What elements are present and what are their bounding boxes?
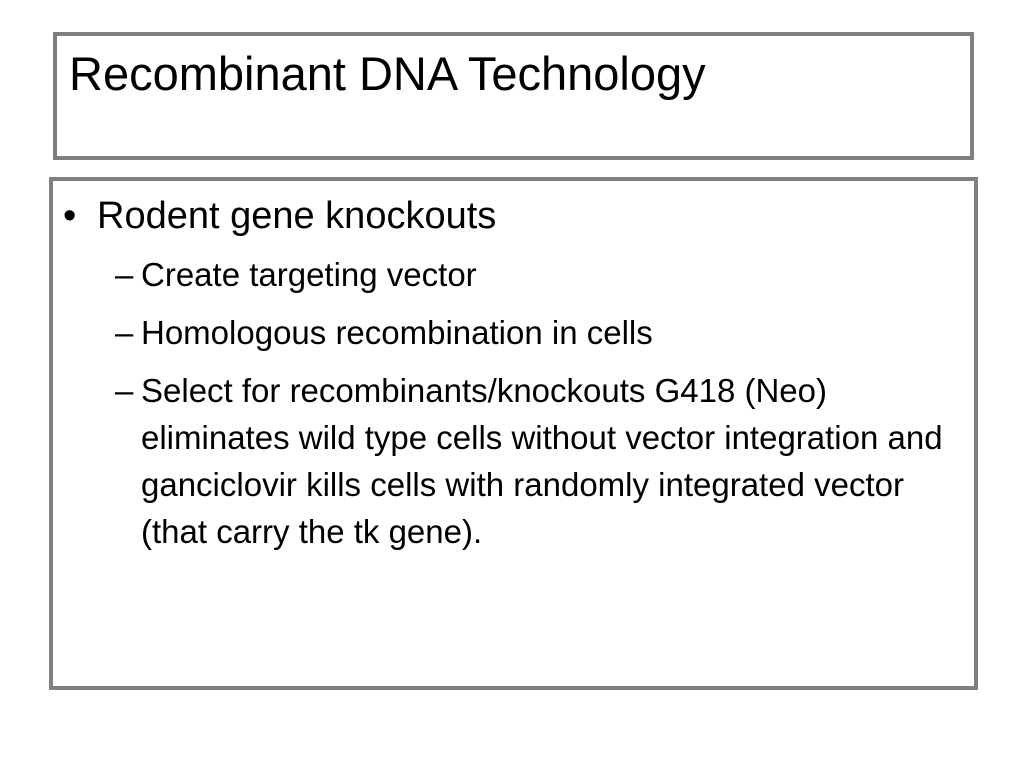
sub-bullet-item: – Create targeting vector [115,251,955,298]
dash-icon: – [115,372,134,409]
slide-title: Recombinant DNA Technology [69,47,706,100]
sub-bullet-item: – Homologous recombination in cells [115,309,955,356]
sub-bullet-list: – Create targeting vector – Homologous r… [115,251,955,566]
dash-icon: – [115,314,134,351]
sub-bullet-text: Select for recombinants/knockouts G418 (… [141,372,943,550]
sub-bullet-text: Homologous recombination in cells [141,314,653,351]
title-placeholder: Recombinant DNA Technology [53,32,974,160]
sub-bullet-text: Create targeting vector [141,256,477,293]
bullet-icon: • [63,195,77,237]
dash-icon: – [115,256,134,293]
content-placeholder: • Rodent gene knockouts – Create targetin… [49,177,978,690]
sub-bullet-item: – Select for recombinants/knockouts G418… [115,367,955,555]
bullet-item-main: • Rodent gene knockouts [63,193,496,239]
bullet-text: Rodent gene knockouts [97,195,497,237]
